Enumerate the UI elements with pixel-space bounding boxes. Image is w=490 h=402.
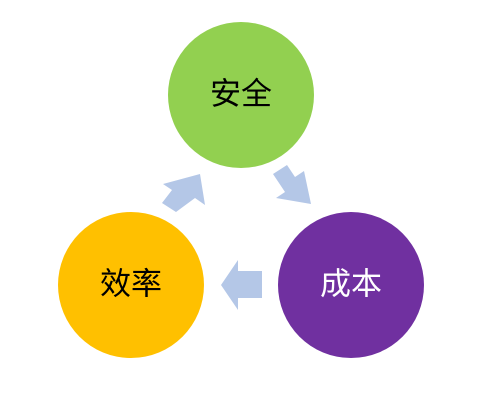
node-cost-label: 成本 [320,267,382,303]
arrow-cost-to-efficiency [221,260,262,310]
node-cost-circle [278,212,424,358]
node-safety-circle [168,22,314,168]
arrow-efficiency-to-safety [162,174,205,212]
node-safety: 安全 [168,22,314,168]
node-efficiency: 效率 [58,212,204,358]
node-cost: 成本 [278,212,424,358]
arrow-safety-to-cost [273,165,311,204]
node-safety-label: 安全 [210,77,272,113]
node-efficiency-label: 效率 [100,267,162,303]
node-efficiency-circle [58,212,204,358]
